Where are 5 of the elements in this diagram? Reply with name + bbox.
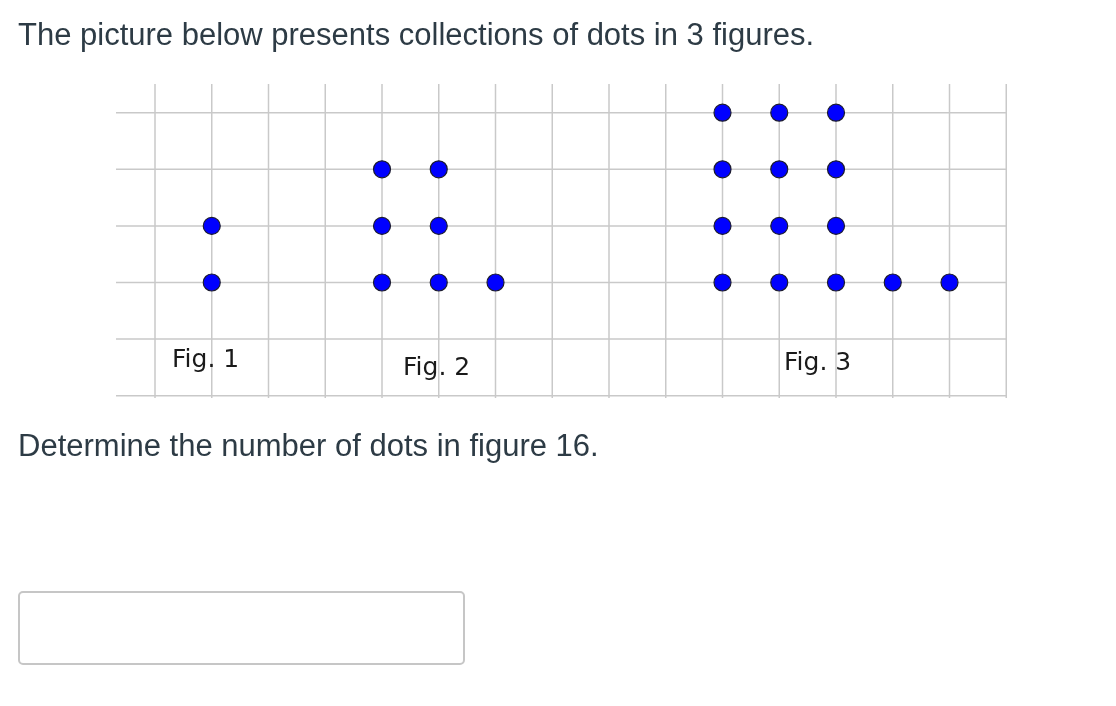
question-text: Determine the number of dots in figure 16. <box>18 427 599 465</box>
figure-label: Fig. 3 <box>784 349 852 374</box>
figure-label: Fig. 1 <box>172 346 240 371</box>
heading: The picture below presents collections of dots in 3 figures. <box>18 16 815 54</box>
figure-label: Fig. 2 <box>403 354 471 379</box>
